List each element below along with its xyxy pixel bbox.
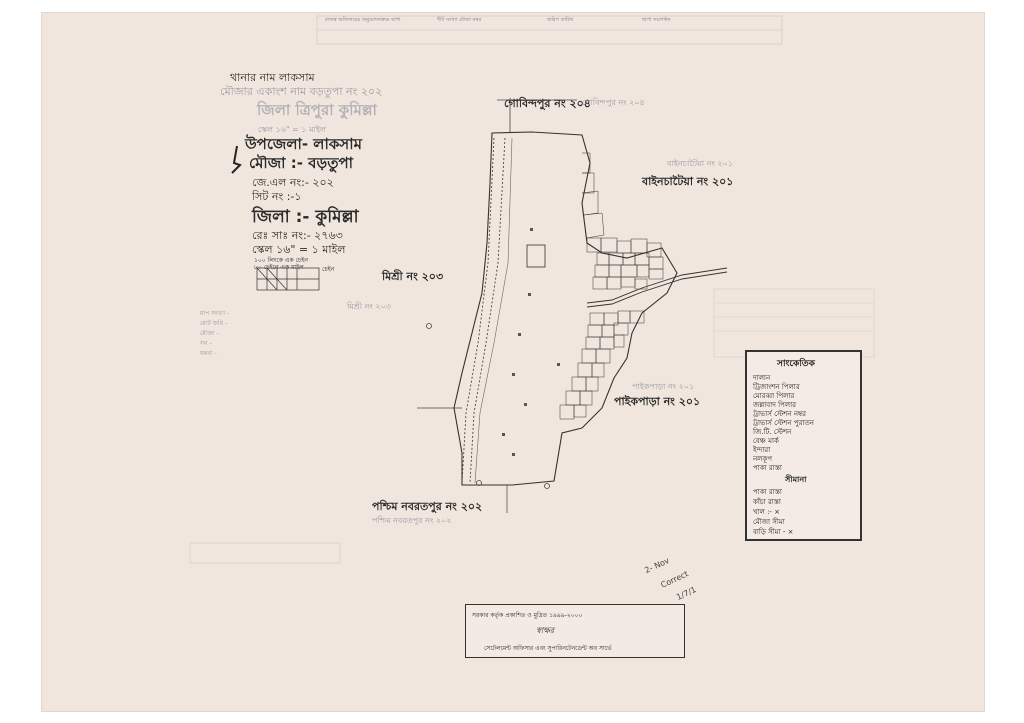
- rs-number: রেঃ সাঃ নং:- ২৭৬৩: [252, 229, 343, 242]
- sheet-number: সিট নং :-১: [252, 190, 302, 203]
- legend-item: ট্রাভার্স স্টেশন নম্বর: [753, 410, 806, 418]
- header-strip-1: রাজস্ব অফিসারের অনুমোদনক্রমে ছাপা: [325, 17, 401, 23]
- neighbour-east: পাইকপাড়া নং ২০১: [614, 395, 701, 408]
- certification-box: সরকার কর্তৃক প্রকাশিত ও মুদ্রিত ১৯৯৯-২০০…: [465, 604, 685, 658]
- legend-item: বেঞ্চ মার্ক: [753, 437, 779, 445]
- legend-item2: পাকা রাস্তা: [753, 488, 782, 496]
- thana-name: থানার নাম লাকসাম: [230, 71, 315, 84]
- legend-item2: বাড়ি সীমা - ×: [753, 528, 794, 536]
- legend-item: ট্রিজাংশন পিলার: [753, 383, 800, 391]
- side-note-5: মন্তব্য -: [200, 350, 217, 357]
- district-old: জিলা ত্রিপুরা কুমিল্লা: [257, 101, 377, 119]
- footer-authority: সেটেলমেন্ট অফিসার এবং সুপারিনটেনডেন্ট অব…: [484, 645, 612, 652]
- legend-box: সাংকেতিক দালান ট্রিজাংশন পিলার মোরব্বা প…: [745, 350, 862, 541]
- upazila: উপজেলা- লাকসাম: [245, 135, 362, 153]
- legend-item2: মৌজা সীমা: [753, 518, 785, 526]
- legend-item: দালান: [753, 374, 771, 382]
- header-strip-2: শীট সংখ্যা মৌজা নম্বর: [437, 17, 482, 23]
- mouza-name: মৌজা :- বড়তুপা: [249, 154, 353, 172]
- side-note-2: মোট জমি -: [200, 320, 228, 327]
- legend-item: ট্রাভার্স স্টেশন পুরাতন: [753, 419, 814, 427]
- neighbour-north: গোবিন্দপুর নং ২০৪: [504, 97, 591, 110]
- footer-printed: সরকার কর্তৃক প্রকাশিত ও মুদ্রিত ১৯৯৯-২০০…: [472, 612, 583, 619]
- scale-old: স্কেল ১৬" = ১ মাইল: [258, 125, 326, 134]
- neighbour-north-old: গোবিন্দপুর নং ২০৪: [582, 98, 645, 107]
- neighbour-south-old: পশ্চিম নবরতপুর নং ২০২: [372, 516, 452, 525]
- legend-item: জল্লাবাদ পিলার: [753, 401, 796, 409]
- chain-unit: চেইন: [322, 266, 335, 273]
- legend-item2: কাঁচা রাস্তা: [753, 498, 781, 506]
- chain-note-1: ১০০ লিংকে এক চেইন: [254, 257, 308, 264]
- legend-item: ইন্দারা: [753, 446, 771, 454]
- neighbour-northeast: বাইনচাটৈয়া নং ২০১: [642, 175, 734, 188]
- chain-note-2: ৮০ চেইনে এক মাইল: [254, 264, 304, 271]
- neighbour-west: মিশ্রী নং ২০৩: [382, 270, 444, 283]
- neighbour-west-old: মিশ্রী নং ২০৩: [347, 302, 391, 311]
- footer-signature: স্বাক্ষর: [536, 626, 555, 635]
- jl-number: জে.এল নং:- ২০২: [252, 176, 334, 189]
- legend-item: নলকূপ: [753, 455, 773, 463]
- side-note-3: মৌজা -: [200, 330, 219, 337]
- legend-title: সাংকেতিক: [777, 359, 815, 369]
- legend-section2-title: সীমানা: [785, 475, 807, 484]
- legend-item: মোরব্বা পিলার: [753, 392, 795, 400]
- header-strip-3: জরিপ তারিখ: [547, 17, 574, 23]
- neighbour-south: পশ্চিম নবরতপুর নং ২০২: [372, 500, 483, 513]
- district-name: জিলা :- কুমিল্লা: [252, 207, 359, 227]
- header-strip-4: ছাপা সংশোধন: [642, 17, 671, 23]
- map-sheet: রাজস্ব অফিসারের অনুমোদনক্রমে ছাপা শীট সং…: [41, 12, 985, 712]
- legend-item: জি.টি. স্টেশন: [753, 428, 792, 436]
- legend-item2: খাল :- ×: [753, 508, 781, 516]
- neighbour-east-old: পাইকপাড়া নং ২০১: [632, 382, 695, 391]
- neighbour-northeast-old: বাইনচাটৈয়া নং ২০১: [667, 159, 733, 168]
- legend-item: পাকা রাস্তা: [753, 464, 782, 472]
- mouza-jl-old: মৌজার একাংশ নাম বড়তুপা নং ২০২: [220, 85, 383, 98]
- side-note-1: মাপ সংখ্যা -: [200, 310, 230, 317]
- map-drawing: [189, 15, 875, 564]
- scale-text: স্কেল ১৬" = ১ মাইল: [252, 243, 346, 256]
- side-note-4: সন -: [200, 340, 212, 347]
